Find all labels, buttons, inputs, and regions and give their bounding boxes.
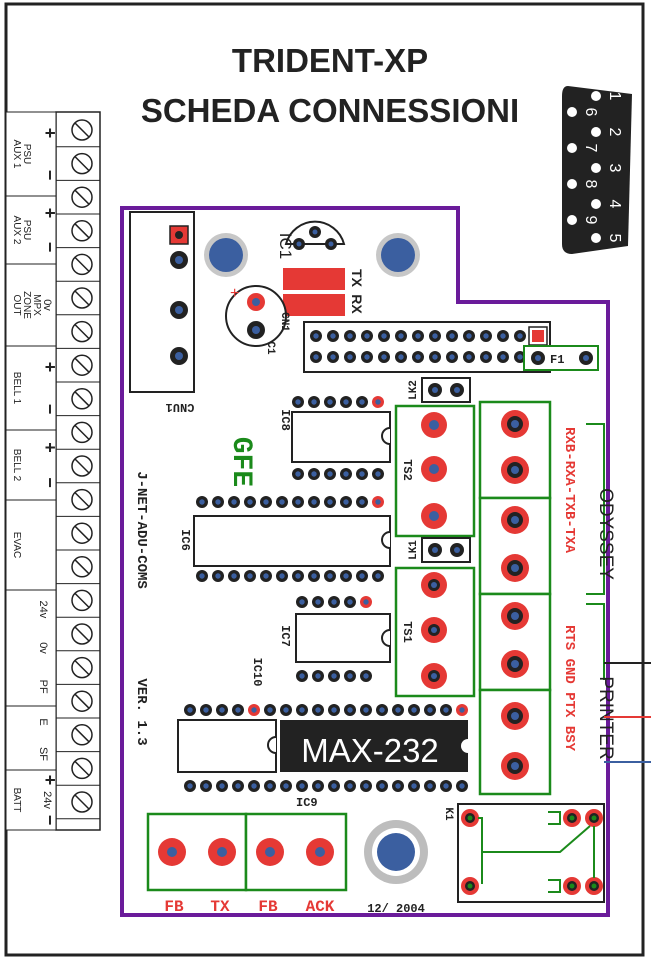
ic1-regulator: IC1 [276, 220, 346, 259]
terminal-sign: PF [37, 680, 49, 694]
db9-pin-label: 9 [582, 216, 599, 225]
k1-relay: K1 [442, 803, 605, 903]
ic8-chip: IC8 [278, 409, 391, 463]
terminal-sign: 24v [41, 791, 53, 809]
terminal-label: MPX [31, 294, 42, 316]
ts2-label: TS2 [400, 459, 414, 481]
ic1-label: IC1 [276, 233, 295, 259]
terminal-label: BATT [11, 788, 22, 813]
terminal-sign: 24v [37, 600, 49, 618]
db9-pin-label: 3 [606, 164, 623, 173]
f1-label: F1 [550, 353, 564, 367]
terminal-sign: + [40, 208, 60, 219]
f1-fuse: F1 [523, 345, 599, 371]
cn1-label: CN1 [278, 312, 290, 332]
lk2-label: LK2 [408, 380, 420, 400]
bottom-label-fb-1: FB [164, 898, 184, 916]
bottom-label-fb-2: FB [258, 898, 278, 916]
max232-label: MAX-232 [301, 732, 439, 769]
terminal-label: BELL 1 [11, 372, 22, 405]
odyssey-label: ODYSSEY [595, 488, 616, 580]
terminal-sign: 0v [41, 299, 53, 311]
c1-label: C1 [264, 341, 276, 355]
tx-label: TX [349, 269, 365, 288]
title-line-2: SCHEDA CONNESSIONI [141, 92, 519, 129]
rx-led [283, 294, 345, 316]
db9-pin-label: 5 [606, 234, 623, 243]
date-label: 12/ 2004 [367, 902, 425, 916]
rx-label: RX [349, 294, 365, 314]
ts1-terminal: TS1 [394, 566, 476, 698]
db9-pin-label: 2 [606, 128, 623, 137]
terminal-label: PSU [21, 220, 32, 241]
lk1-jumper: LK1 [408, 537, 471, 563]
printer-bracket [586, 603, 605, 680]
terminal-label: AUX 2 [11, 216, 22, 245]
odyssey-signals: RXB-RXA-TXB-TXA [561, 427, 577, 554]
k1-label: K1 [442, 807, 454, 821]
bottom-terminals [146, 812, 348, 892]
db9-pin-label: 1 [606, 92, 623, 101]
terminal-sign: + [40, 128, 60, 139]
ic8-label: IC8 [278, 409, 292, 431]
svg-text:+: + [230, 285, 239, 302]
gfe-logo: GFE [225, 437, 256, 487]
title-line-1: TRIDENT-XP [232, 42, 428, 79]
lk1-label: LK1 [408, 540, 420, 560]
ts2-terminal: TS2 [394, 404, 476, 538]
terminal-label: EVAC [11, 532, 22, 559]
version-label: VER. 1.3 [133, 678, 149, 745]
terminal-sign: + [40, 362, 60, 373]
tx-led [283, 268, 345, 290]
db9-pin-label: 4 [606, 200, 623, 209]
cnu1-label: CNU1 [166, 400, 195, 414]
ts1-label: TS1 [400, 621, 414, 643]
output-terminals [478, 400, 552, 796]
lk2-jumper: LK2 [408, 377, 471, 403]
terminal-sign: − [40, 404, 60, 415]
bottom-label-tx: TX [210, 898, 230, 916]
db9-connector: 1 2 3 4 5 6 7 8 9 [562, 86, 632, 254]
terminal-sign: − [40, 477, 60, 488]
c1-capacitor: + CN1 C1 [225, 285, 290, 355]
ic9-label: IC9 [296, 796, 318, 810]
terminal-sign: SF [37, 747, 49, 761]
terminal-sign: − [40, 242, 60, 253]
bottom-label-ack: ACK [306, 898, 335, 916]
cnu1-connector: CNU1 [129, 211, 195, 414]
terminal-label: BELL 2 [11, 449, 22, 482]
terminal-sign: + [40, 442, 60, 453]
ic7-chip: IC7 [278, 613, 391, 663]
db9-pin-label: 7 [582, 144, 599, 153]
db9-pin-label: 8 [582, 180, 599, 189]
terminal-label: AUX 1 [11, 140, 22, 169]
terminal-label: OUT [11, 294, 22, 315]
ic6-label: IC6 [178, 529, 192, 551]
ic6-chip: IC6 [178, 515, 391, 567]
terminal-sign: − [40, 815, 60, 826]
board-name: J-NET-ADU-COMS [133, 471, 149, 589]
max232-chip: MAX-232 [280, 720, 475, 772]
ic10-label: IC10 [250, 658, 264, 687]
terminal-sign: 0v [37, 642, 49, 654]
terminal-sign: E [37, 718, 49, 725]
ic10-chip [177, 719, 277, 773]
terminal-label: PSU [21, 144, 32, 165]
terminal-sign: + [40, 775, 60, 786]
terminal-sign: − [40, 170, 60, 181]
ic7-label: IC7 [278, 625, 292, 647]
terminal-label: ZONE [21, 291, 32, 319]
pin-header [303, 321, 551, 373]
db9-pin-label: 6 [582, 108, 599, 117]
odyssey-bracket [586, 423, 605, 595]
printer-signals: RTS GND PTX BSY [561, 625, 577, 752]
